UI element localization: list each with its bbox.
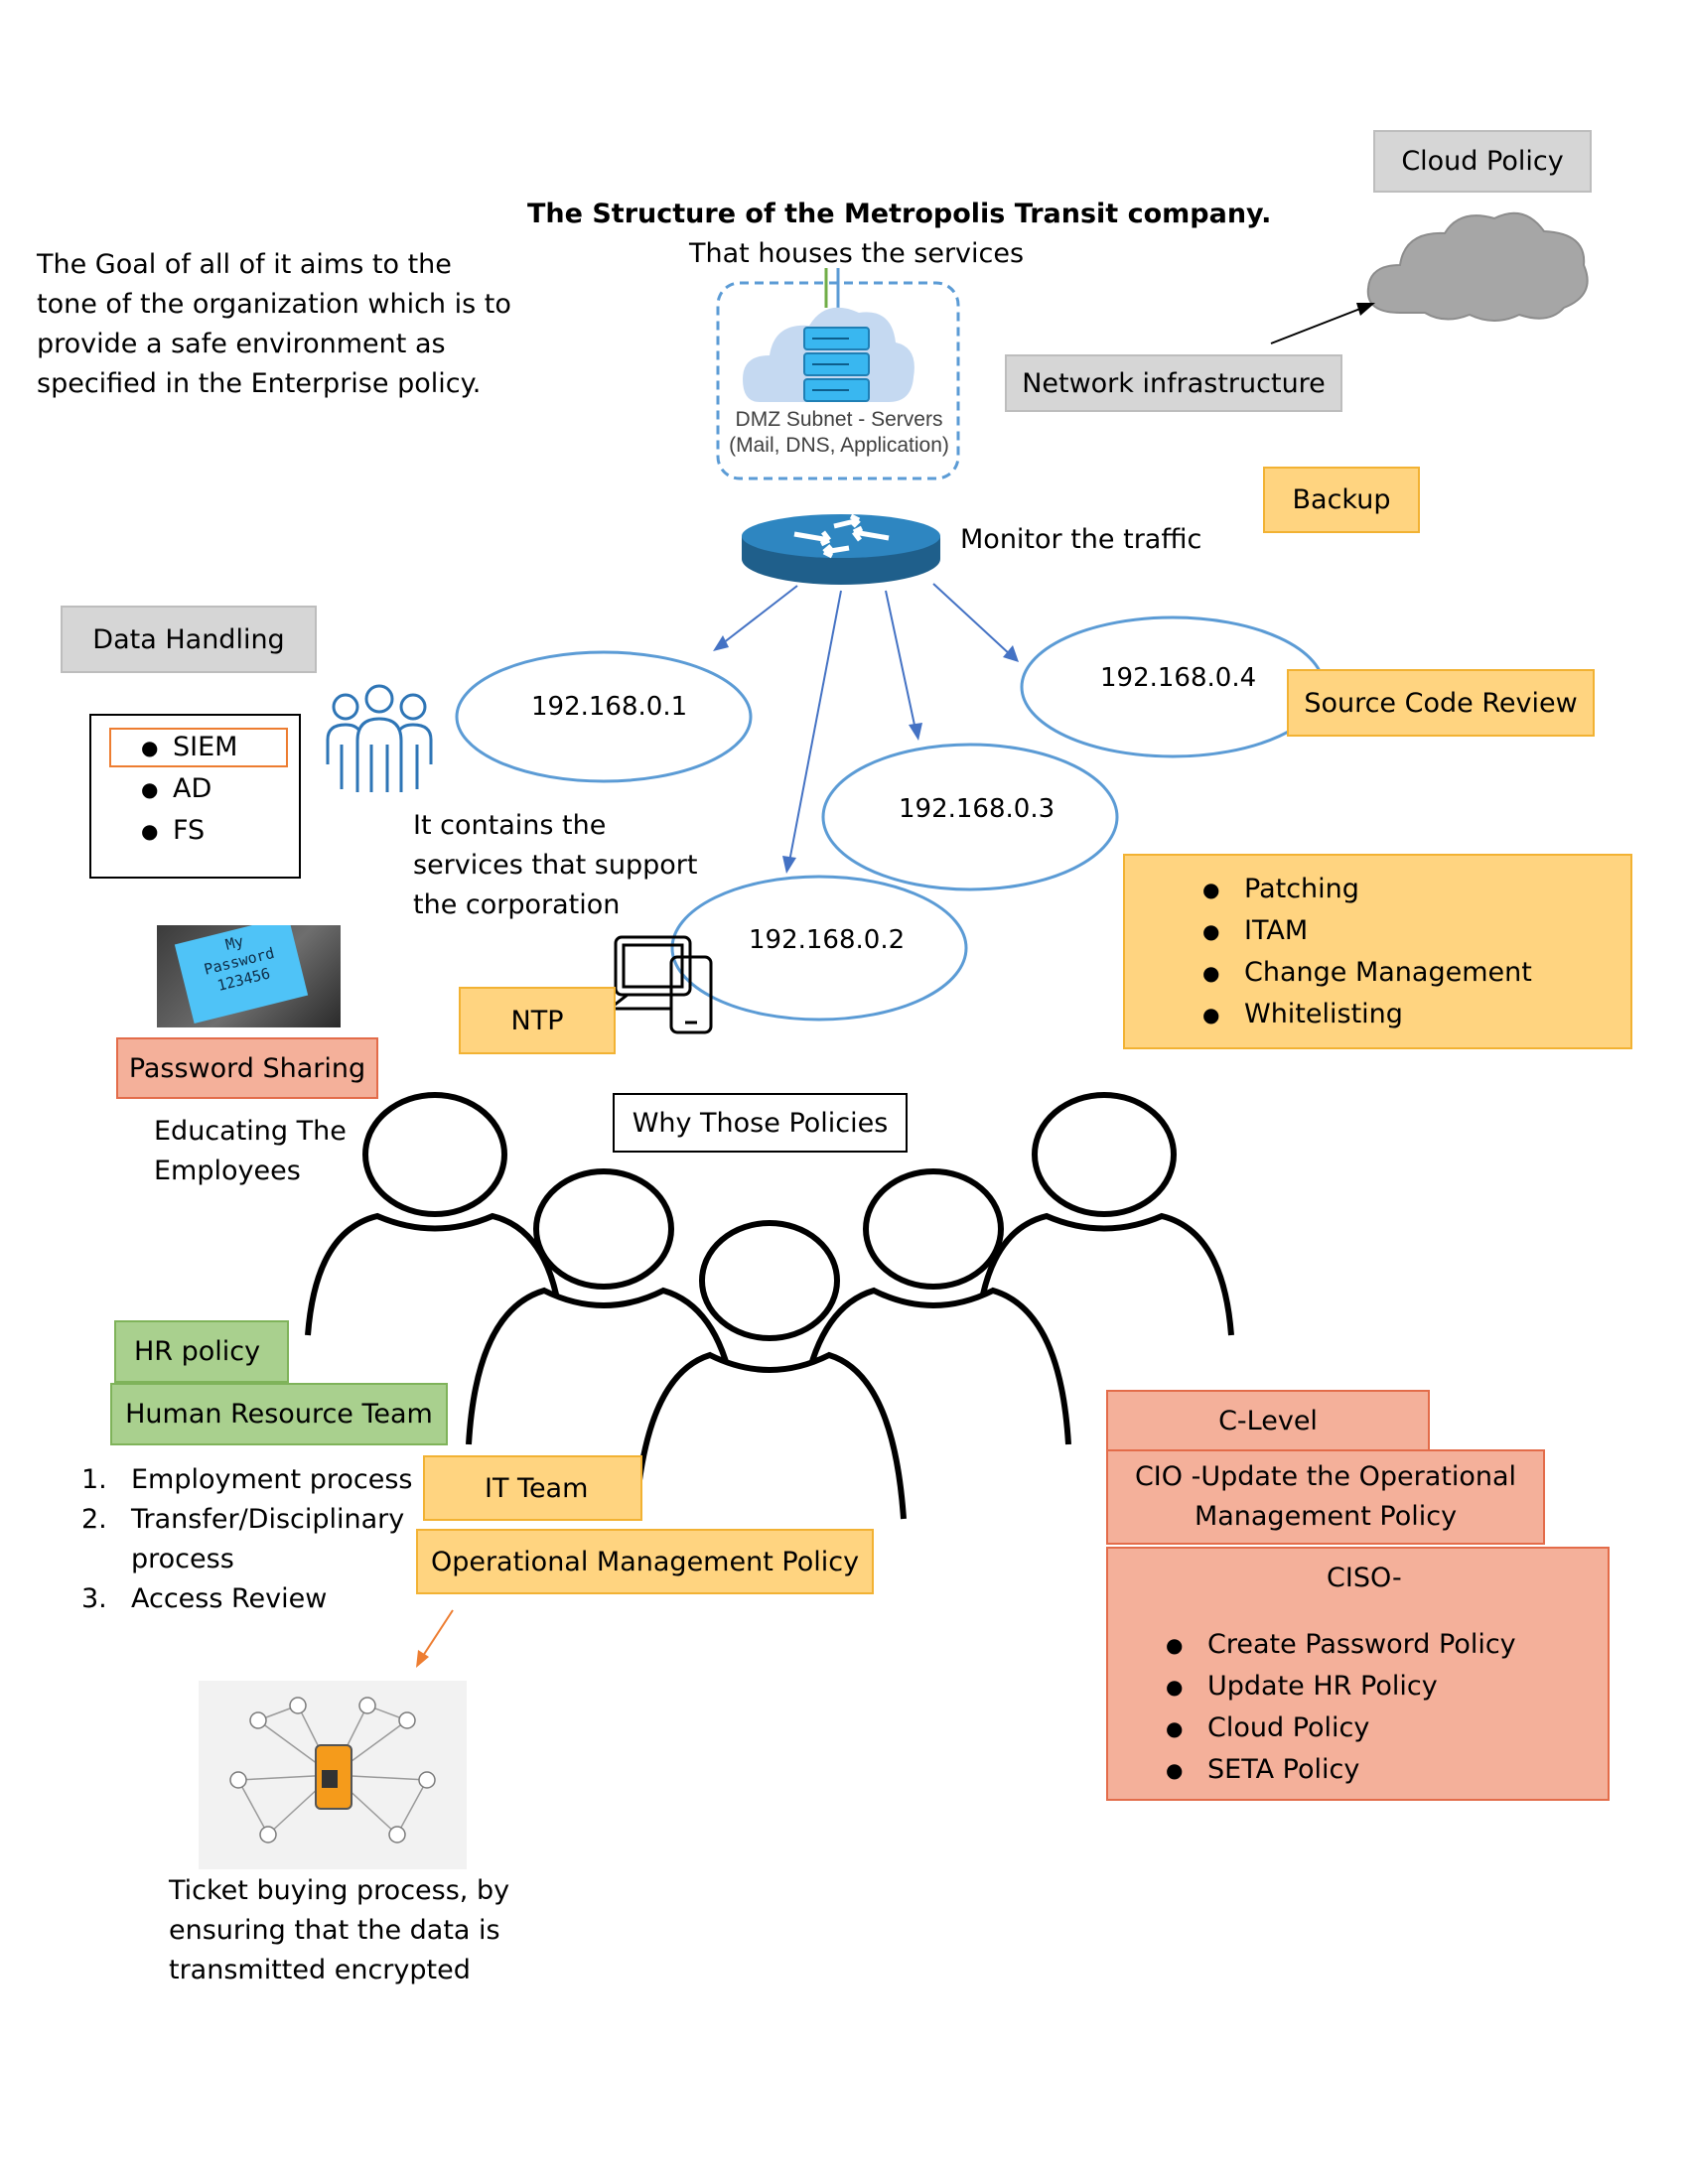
list-item: FS [113, 810, 237, 852]
devices-icon [605, 935, 713, 1034]
ip-label-2: 192.168.0.2 [749, 925, 906, 955]
cloud-server-icon [743, 307, 914, 402]
c-level-box: C-Level [1106, 1390, 1430, 1451]
list-item: Update HR Policy [1138, 1666, 1516, 1707]
hr-process-list: 1.Employment process 2.Transfer/Discipli… [81, 1460, 412, 1619]
list-item: Cloud Policy [1138, 1707, 1516, 1749]
ticket-network-image [199, 1681, 467, 1869]
operational-policy-box: Operational Management Policy [416, 1529, 874, 1594]
list-item: AD [113, 768, 237, 810]
list-item: 2.Transfer/Disciplinary [81, 1504, 405, 1535]
list-item: 3.Access Review [81, 1583, 328, 1614]
router-label: Monitor the traffic [960, 524, 1202, 555]
list-item: Change Management [1175, 952, 1532, 994]
cloud-icon [1366, 211, 1589, 322]
data-handling-list-box: SIEM AD FS [89, 714, 301, 879]
hr-policy-box: HR policy [114, 1320, 289, 1383]
cloud-policy-box: Cloud Policy [1373, 130, 1592, 193]
list-item: ITAM [1175, 910, 1532, 952]
network-infrastructure-box: Network infrastructure [1005, 354, 1342, 412]
ip-label-3: 192.168.0.3 [899, 794, 1055, 824]
list-item: SIEM [113, 727, 237, 768]
source-code-review-box: Source Code Review [1287, 669, 1595, 737]
dmz-label: DMZ Subnet - Servers(Mail, DNS, Applicat… [729, 408, 949, 457]
list-item: 1.Employment process [81, 1464, 413, 1495]
ip-node-1 [455, 650, 753, 783]
hr-team-box: Human Resource Team [110, 1383, 448, 1445]
list-item: process [131, 1544, 234, 1574]
page-subtitle: That houses the services [689, 238, 1025, 269]
list-item: Create Password Policy [1138, 1624, 1516, 1666]
data-handling-box: Data Handling [61, 606, 317, 673]
backup-box: Backup [1263, 467, 1420, 533]
team-people-icon [326, 684, 433, 792]
ip-node-3 [821, 743, 1119, 891]
ntp-box: NTP [459, 987, 616, 1054]
list-item: Whitelisting [1175, 994, 1532, 1035]
ip-node-2 [670, 875, 968, 1022]
list-item: Patching [1175, 869, 1532, 910]
list-item: SETA Policy [1138, 1749, 1516, 1791]
dmz-subnet-diagram [716, 268, 960, 480]
ip-label-4: 192.168.0.4 [1100, 663, 1257, 693]
password-sharing-box: Password Sharing [116, 1037, 378, 1099]
ciso-box: CISO- Create Password Policy Update HR P… [1106, 1547, 1610, 1801]
why-policies-box: Why Those Policies [613, 1093, 908, 1153]
router-icon [742, 513, 940, 585]
it-team-box: IT Team [423, 1455, 642, 1521]
ip-label-1: 192.168.0.1 [531, 692, 688, 722]
ops-list-box: Patching ITAM Change Management Whitelis… [1123, 854, 1632, 1049]
page-title: The Structure of the Metropolis Transit … [527, 199, 1272, 229]
